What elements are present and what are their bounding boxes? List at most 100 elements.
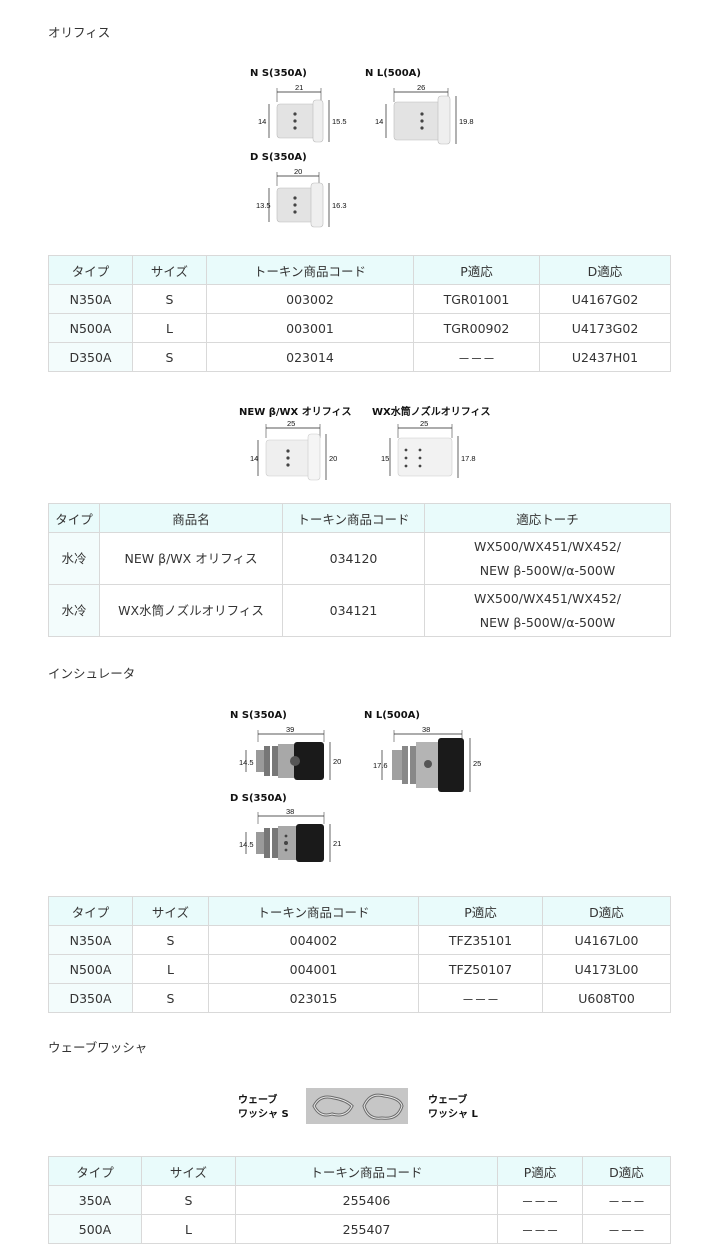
table-cell: －－－ (497, 1214, 583, 1244)
wx-orifice-spec-table: タイプ 商品名 トーキン商品コード 適応トーチ 水冷 NEW β/WX オリフィ… (48, 503, 671, 637)
torch-line: WX500/WX451/WX452/ (474, 590, 621, 606)
torch-line: NEW β-500W/α-500W (479, 562, 616, 578)
table-cell: －－－ (418, 983, 543, 1013)
column-header: トーキン商品コード (282, 503, 425, 533)
insulator-nl-drawing: 38 17.6 25 (373, 725, 481, 792)
dim-text: 25 (473, 759, 481, 768)
table-row: 350A S 255406 －－－ －－－ (48, 1185, 671, 1215)
table-cell: L (141, 1214, 236, 1244)
column-header: D適応 (539, 255, 671, 285)
table-cell: U4173G02 (539, 313, 671, 343)
table-cell: 255406 (235, 1185, 498, 1215)
wx-nozzle-orifice-drawing: 25 15 17.8 (381, 419, 476, 478)
table-cell: N500A (48, 313, 133, 343)
column-header: D適応 (542, 896, 671, 926)
dim-text: 14.5 (239, 840, 254, 849)
table-header-row: タイプ サイズ トーキン商品コード P適応 D適応 (48, 1156, 671, 1186)
table-header-row: タイプ 商品名 トーキン商品コード 適応トーチ (48, 503, 671, 533)
table-cell: N500A (48, 954, 133, 984)
table-cell: S (132, 342, 207, 372)
dim-text: 20 (329, 454, 337, 463)
table-cell: WX500/WX451/WX452/ NEW β-500W/α-500W (424, 584, 671, 637)
table-cell: D350A (48, 342, 133, 372)
column-header: トーキン商品コード (208, 896, 419, 926)
table-cell: L (132, 313, 207, 343)
orifice-nl-drawing: 26 14 19.8 (375, 83, 474, 145)
table-cell: 004002 (208, 925, 419, 955)
table-cell: 004001 (208, 954, 419, 984)
dim-text: 14.5 (239, 758, 254, 767)
column-header: タイプ (48, 255, 133, 285)
dim-text: 14 (250, 454, 258, 463)
column-header: P適応 (497, 1156, 583, 1186)
table-cell: TGR00902 (413, 313, 540, 343)
section-heading-washer: ウェーブワッシャ (48, 1040, 148, 1055)
orifice-ns-drawing: 21 14 15.5 (258, 83, 347, 143)
table-cell: 003002 (206, 284, 414, 314)
table-cell: 255407 (235, 1214, 498, 1244)
dim-text: 20 (333, 757, 341, 766)
column-header: P適応 (418, 896, 543, 926)
table-cell: S (132, 983, 209, 1013)
table-cell: －－－ (582, 1185, 671, 1215)
table-cell: D350A (48, 983, 133, 1013)
dim-text: 25 (287, 419, 295, 428)
table-cell: NEW β/WX オリフィス (99, 532, 283, 585)
table-row: 水冷 NEW β/WX オリフィス 034120 WX500/WX451/WX4… (48, 532, 671, 585)
figure-label-wx-new: NEW β/WX オリフィス (239, 407, 352, 418)
table-cell: WX水筒ノズルオリフィス (99, 584, 283, 637)
table-cell: －－－ (497, 1185, 583, 1215)
table-cell: 003001 (206, 313, 414, 343)
table-cell: －－－ (582, 1214, 671, 1244)
dim-text: 15.5 (332, 117, 347, 126)
torch-line: NEW β-500W/α-500W (479, 614, 616, 630)
dim-text: 20 (294, 167, 302, 176)
table-cell: 034121 (282, 584, 425, 637)
dim-text: 14 (375, 117, 383, 126)
table-row: N350A S 003002 TGR01001 U4167G02 (48, 284, 671, 314)
table-cell: WX500/WX451/WX452/ NEW β-500W/α-500W (424, 532, 671, 585)
column-header: 適応トーチ (424, 503, 671, 533)
wx-new-orifice-drawing: 25 14 20 (250, 419, 337, 481)
table-cell: TFZ35101 (418, 925, 543, 955)
wave-washer-photo (306, 1088, 408, 1124)
table-header-row: タイプ サイズ トーキン商品コード P適応 D適応 (48, 255, 671, 285)
column-header: 商品名 (99, 503, 283, 533)
table-cell: TFZ50107 (418, 954, 543, 984)
dim-text: 14 (258, 117, 266, 126)
table-cell: S (132, 925, 209, 955)
table-cell: S (141, 1185, 236, 1215)
table-cell: U4173L00 (542, 954, 671, 984)
column-header: サイズ (141, 1156, 236, 1186)
table-row: 500A L 255407 －－－ －－－ (48, 1214, 671, 1244)
washer-l-label-line: ウェーブ (428, 1095, 468, 1106)
dim-text: 17.8 (461, 454, 476, 463)
figure-label-wx-nozzle: WX水筒ノズルオリフィス (372, 407, 491, 418)
insulator-ds-drawing: 38 14.5 21 (239, 807, 341, 862)
washer-s-label-line: ワッシャ S (238, 1109, 289, 1120)
table-cell: 023015 (208, 983, 419, 1013)
orifice-ds-drawing: 20 13.5 16.3 (256, 167, 347, 228)
table-cell: L (132, 954, 209, 984)
table-cell: 500A (48, 1214, 142, 1244)
orifice-spec-table: タイプ サイズ トーキン商品コード P適応 D適応 N350A S 003002… (48, 255, 671, 372)
column-header: P適応 (413, 255, 540, 285)
table-row: 水冷 WX水筒ノズルオリフィス 034121 WX500/WX451/WX452… (48, 584, 671, 637)
column-header: タイプ (48, 1156, 142, 1186)
column-header: トーキン商品コード (235, 1156, 498, 1186)
table-cell: U4167L00 (542, 925, 671, 955)
dim-text: 16.3 (332, 201, 347, 210)
dim-text: 26 (417, 83, 425, 92)
column-header: D適応 (582, 1156, 671, 1186)
insulator-spec-table: タイプ サイズ トーキン商品コード P適応 D適応 N350A S 004002… (48, 896, 671, 1013)
table-row: D350A S 023014 －－－ U2437H01 (48, 342, 671, 372)
table-cell: U608T00 (542, 983, 671, 1013)
table-cell: 水冷 (48, 584, 100, 637)
figure-label-orifice-nl: N L(500A) (365, 68, 421, 79)
table-header-row: タイプ サイズ トーキン商品コード P適応 D適応 (48, 896, 671, 926)
section-heading-insulator: インシュレータ (48, 666, 136, 681)
washer-l-label-line: ワッシャ L (428, 1109, 478, 1120)
table-cell: 034120 (282, 532, 425, 585)
table-cell: 水冷 (48, 532, 100, 585)
figure-label-orifice-ds: D S(350A) (250, 152, 307, 163)
